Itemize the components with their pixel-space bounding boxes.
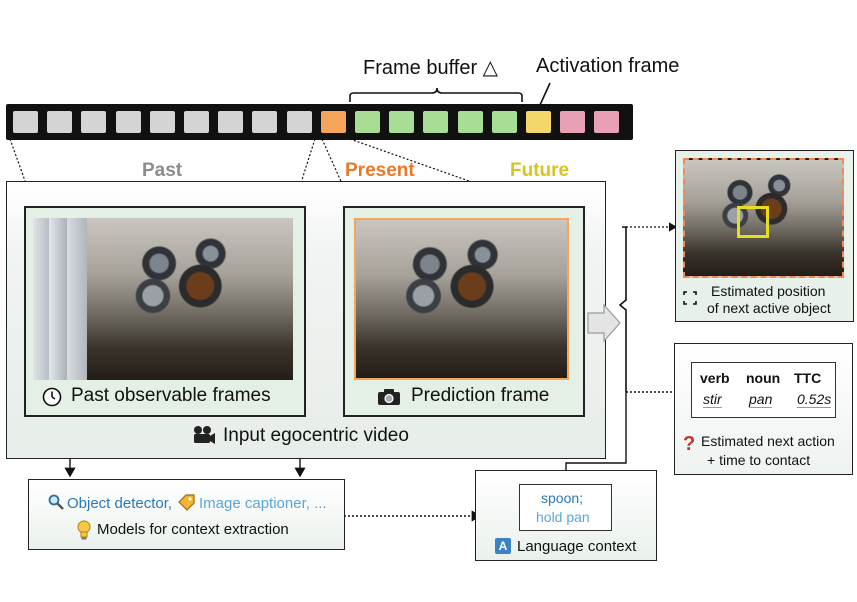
action-header-ttc: TTC	[794, 370, 822, 386]
estimated-position-line2: of next active object	[707, 300, 831, 316]
language-context-line1: spoon;	[541, 490, 584, 506]
prediction-frame-caption: Prediction frame	[411, 385, 550, 406]
action-header-noun: noun	[746, 370, 781, 386]
activation-frame-label: Activation frame	[536, 55, 680, 77]
context-models-panel	[28, 479, 345, 550]
next-action-line2: + time to contact	[707, 452, 811, 468]
timeline-cell-present	[320, 111, 346, 133]
future-label: Future	[510, 160, 570, 181]
bounding-box-icon	[683, 291, 697, 305]
past-label: Past	[142, 160, 183, 181]
question-icon: ?	[683, 433, 696, 455]
output-arrow-icon	[587, 303, 621, 343]
active-object-box	[737, 206, 769, 238]
object-detector-label: Object detector,	[67, 495, 173, 512]
next-action-table	[691, 362, 836, 418]
next-action-line1: Estimated next action	[701, 433, 835, 449]
action-value-verb: stir	[703, 391, 722, 408]
timeline-cell-buffer	[355, 111, 380, 133]
timeline-cell-buffer	[491, 111, 517, 133]
timeline-cell-past	[13, 111, 38, 133]
action-header-verb: verb	[700, 370, 730, 386]
timeline-cell-buffer	[423, 111, 449, 133]
timeline-cell-activation	[526, 111, 551, 133]
past-frames-caption: Past observable frames	[71, 385, 271, 406]
clock-icon	[42, 387, 62, 407]
timeline-cell-past	[184, 111, 209, 133]
timeline-cell-past	[286, 111, 312, 133]
language-context-chip	[519, 484, 612, 531]
future-frame-image	[683, 158, 844, 278]
past-frame-stack	[33, 218, 293, 380]
language-context-caption: Language context	[517, 538, 637, 555]
present-label: Present	[345, 160, 415, 181]
frame-buffer-label: Frame buffer △	[363, 57, 499, 79]
tag-icon	[178, 494, 195, 511]
activation-pointer-line	[539, 82, 551, 106]
magnifier-icon	[48, 494, 64, 510]
timeline-cell-past	[252, 111, 278, 133]
input-video-caption: Input egocentric video	[223, 425, 409, 446]
action-value-noun: pan	[749, 391, 773, 408]
timeline-cell-past	[218, 111, 244, 133]
timeline-cell-future	[560, 111, 586, 133]
timeline-cell-past	[149, 111, 175, 133]
camera-icon	[377, 388, 401, 406]
estimated-position-line1: Estimated position	[711, 283, 826, 299]
language-context-line2: hold pan	[536, 509, 590, 525]
context-models-caption: Models for context extraction	[97, 521, 289, 538]
frame-buffer-brace	[349, 87, 523, 102]
timeline-cell-past	[47, 111, 73, 133]
language-badge-icon: A	[495, 538, 511, 554]
timeline-cell-future	[594, 111, 620, 133]
lightbulb-icon	[77, 520, 91, 540]
image-captioner-label: Image captioner, ...	[199, 495, 327, 512]
video-camera-icon	[192, 425, 216, 445]
past-frame-image	[87, 218, 293, 380]
output-brace	[618, 226, 627, 392]
timeline-cell-past	[115, 111, 141, 133]
prediction-frame-image	[354, 218, 569, 380]
timeline-cell-buffer	[389, 111, 415, 133]
action-value-ttc: 0.52s	[797, 391, 832, 408]
timeline-cell-past	[81, 111, 107, 133]
timeline-cell-buffer	[457, 111, 483, 133]
